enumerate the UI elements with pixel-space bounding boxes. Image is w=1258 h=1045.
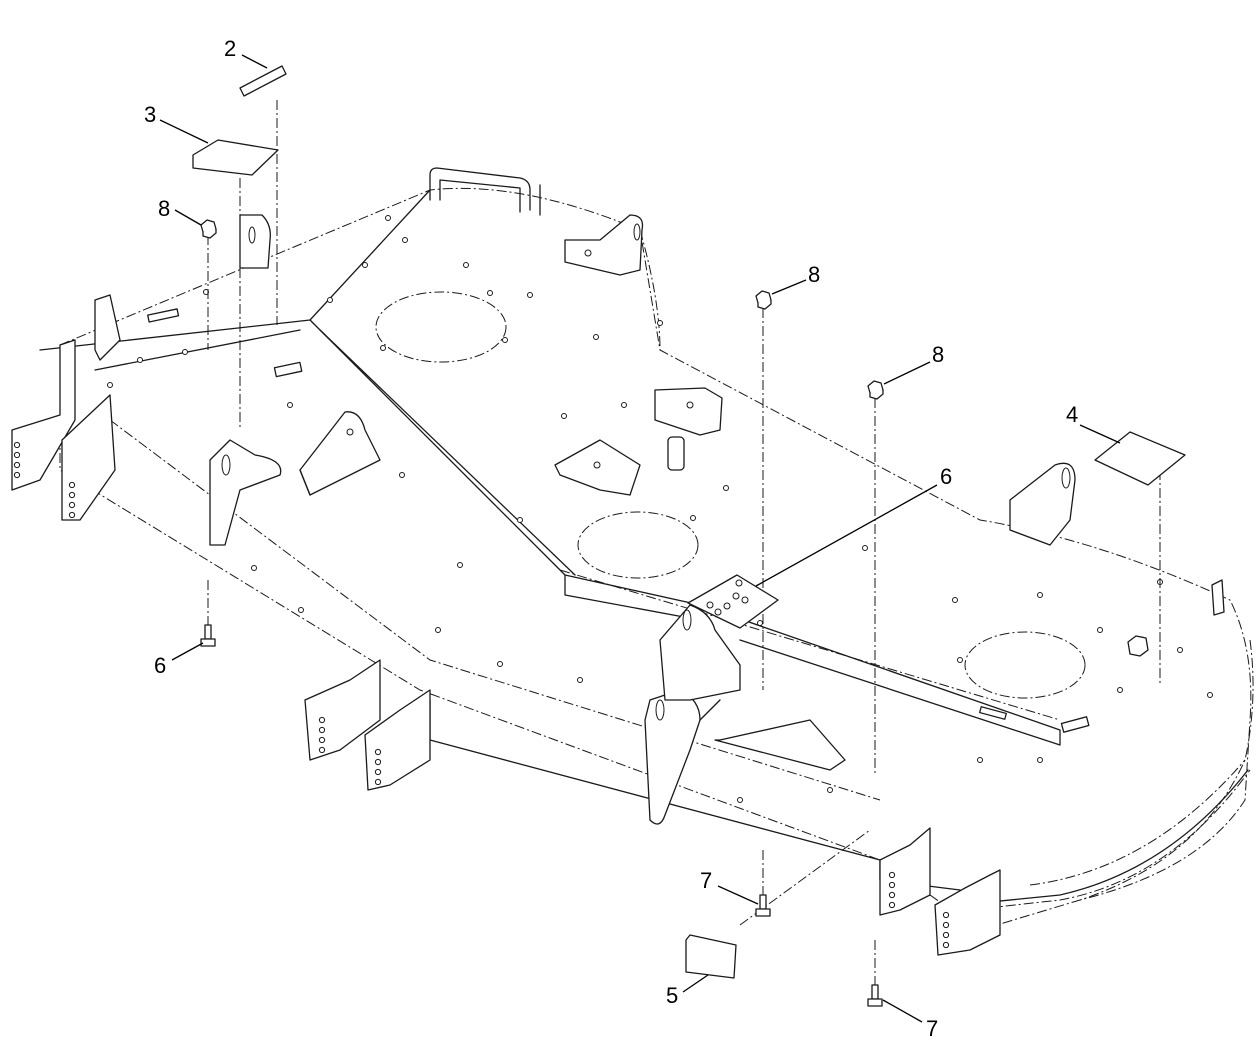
decal-5 bbox=[685, 934, 737, 979]
callouts: 2 3 8 8 8 4 6 6 7 7 5 bbox=[144, 36, 1078, 1041]
callout-6-right: 6 bbox=[940, 464, 952, 489]
decal-4 bbox=[1094, 431, 1186, 486]
callout-6-left: 6 bbox=[154, 653, 166, 678]
callout-5: 5 bbox=[666, 983, 678, 1008]
callout-4: 4 bbox=[1066, 402, 1078, 427]
mower-deck bbox=[11, 167, 1254, 956]
callout-8-left: 8 bbox=[158, 196, 170, 221]
decal-3 bbox=[192, 139, 279, 176]
callout-7-right: 7 bbox=[926, 1016, 938, 1041]
callout-7-left: 7 bbox=[700, 868, 712, 893]
bolt-7-right bbox=[867, 984, 883, 1007]
bolt-7-left bbox=[755, 894, 771, 917]
callout-8-right: 8 bbox=[932, 342, 944, 367]
callout-8-center: 8 bbox=[808, 262, 820, 287]
assembly-lines bbox=[207, 100, 1161, 985]
callout-3: 3 bbox=[144, 102, 156, 127]
leader-lines bbox=[159, 54, 1121, 1023]
decal-6 bbox=[687, 574, 779, 629]
callout-2: 2 bbox=[224, 36, 236, 61]
nut-8-left bbox=[200, 219, 217, 239]
nut-8-right bbox=[867, 380, 884, 400]
bolt-6 bbox=[200, 624, 216, 647]
decal-2 bbox=[239, 65, 287, 97]
nut-8-center bbox=[755, 290, 772, 310]
deck-holes bbox=[107, 215, 1213, 803]
